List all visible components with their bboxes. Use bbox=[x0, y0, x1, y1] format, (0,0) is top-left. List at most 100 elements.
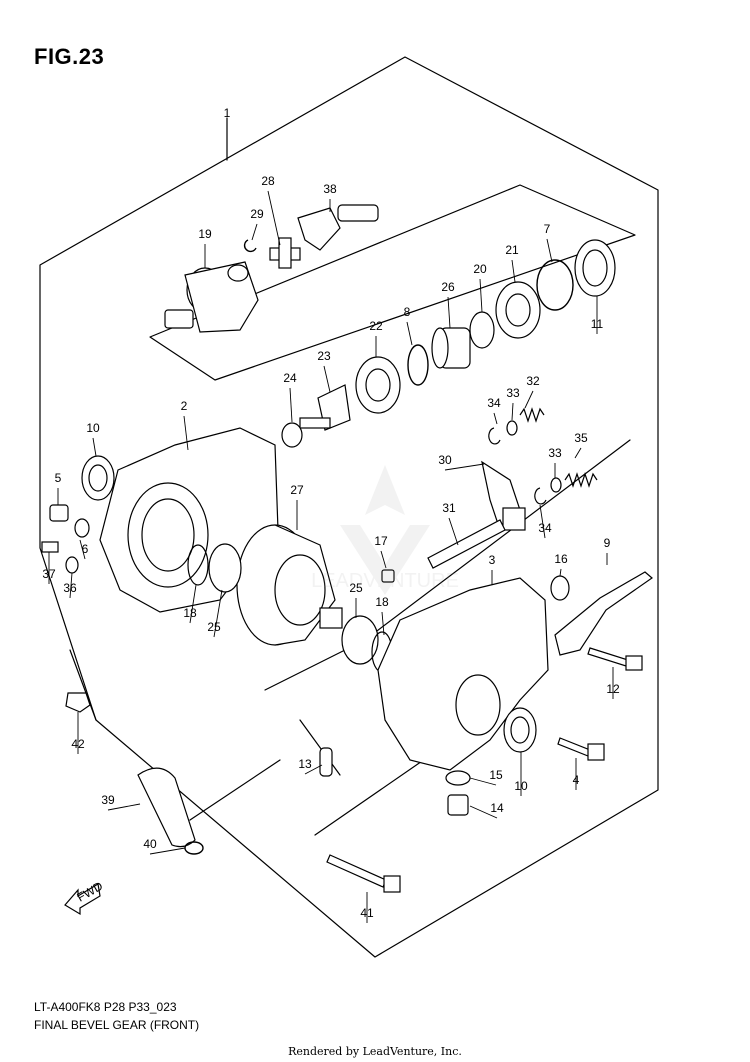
part-25-bearing-left bbox=[208, 543, 242, 593]
callout-leader-28 bbox=[267, 190, 281, 246]
callout-22: 22 bbox=[369, 319, 383, 333]
callout-30: 30 bbox=[438, 453, 452, 467]
callout-19: 19 bbox=[198, 227, 212, 241]
part-17-pin bbox=[381, 569, 395, 583]
callout-leader-10 bbox=[92, 437, 97, 457]
part-11-oil-seal bbox=[574, 239, 616, 297]
callout-34: 34 bbox=[487, 396, 501, 410]
callout-25: 25 bbox=[207, 620, 221, 634]
part-21-bearing bbox=[495, 281, 541, 339]
leadventure-watermark: LEADVENTURE bbox=[311, 465, 459, 595]
callout-24: 24 bbox=[283, 371, 297, 385]
fwd-arrow-icon bbox=[64, 883, 101, 916]
callout-leader-40 bbox=[149, 847, 186, 855]
callout-14: 14 bbox=[490, 801, 504, 815]
part-33-washer-upper bbox=[506, 420, 518, 436]
callout-leader-15 bbox=[469, 777, 497, 786]
callout-leader-26 bbox=[447, 296, 451, 329]
part-38-yoke-shaft bbox=[297, 204, 379, 251]
callout-leader-21 bbox=[511, 259, 516, 283]
callout-leader-18 bbox=[189, 584, 197, 624]
input-group-outline bbox=[149, 184, 636, 381]
callout-12: 12 bbox=[606, 682, 620, 696]
callout-32: 32 bbox=[526, 374, 540, 388]
callout-20: 20 bbox=[473, 262, 487, 276]
callout-28: 28 bbox=[261, 174, 275, 188]
callout-leader-6 bbox=[79, 539, 86, 560]
part-6-gasket bbox=[74, 518, 90, 538]
callout-leader-20 bbox=[479, 278, 483, 313]
callout-leader-24 bbox=[289, 387, 293, 423]
part-42-nut bbox=[65, 692, 91, 713]
callout-16: 16 bbox=[554, 552, 568, 566]
part-9-bracket bbox=[554, 571, 653, 656]
part-39-boot bbox=[137, 767, 196, 848]
figure-code: LT-A400FK8 P28 P33_023 bbox=[34, 1000, 177, 1014]
part-26-needle-bearing bbox=[431, 327, 471, 369]
callout-13: 13 bbox=[298, 757, 312, 771]
callout-31: 31 bbox=[442, 501, 456, 515]
callout-33: 33 bbox=[548, 446, 562, 460]
part-10-oil-seal-left bbox=[81, 455, 115, 501]
part-4-bolt bbox=[557, 737, 605, 761]
part-15-gasket bbox=[445, 770, 471, 786]
callout-23: 23 bbox=[317, 349, 331, 363]
callout-8: 8 bbox=[404, 305, 411, 319]
part-41-bolt bbox=[326, 854, 401, 893]
callout-18: 18 bbox=[183, 606, 197, 620]
part-23-drive-pinion bbox=[299, 384, 351, 431]
callout-9: 9 bbox=[604, 536, 611, 550]
callout-leader-16 bbox=[559, 568, 562, 577]
figure-title: FIG.23 bbox=[34, 44, 105, 69]
watermark-text: LEADVENTURE bbox=[311, 570, 459, 592]
callout-leader-2 bbox=[183, 415, 189, 451]
part-32-spring bbox=[519, 407, 545, 423]
callout-26: 26 bbox=[441, 280, 455, 294]
part-36-washer bbox=[65, 556, 79, 574]
callout-41: 41 bbox=[360, 906, 374, 920]
callout-leader-36 bbox=[69, 572, 73, 599]
callout-21: 21 bbox=[505, 243, 519, 257]
part-34-circlip-lower bbox=[534, 487, 547, 505]
part-24-spacer bbox=[281, 422, 303, 448]
callout-leader-7 bbox=[546, 238, 553, 263]
part-27-ring-gear-differential bbox=[236, 524, 343, 646]
callout-leader-33 bbox=[511, 402, 514, 421]
part-33-washer-lower bbox=[550, 477, 562, 493]
part-31-shift-shaft bbox=[427, 519, 506, 569]
rendered-by-credit: Rendered by LeadVenture, Inc. bbox=[288, 1045, 462, 1058]
part-29-circlip bbox=[243, 239, 257, 253]
callout-leader-25 bbox=[213, 589, 223, 638]
part-10-oil-seal-right bbox=[503, 707, 537, 753]
callout-18: 18 bbox=[375, 595, 389, 609]
callout-29: 29 bbox=[250, 207, 264, 221]
part-30-shift-fork bbox=[481, 460, 526, 532]
callout-leader-18 bbox=[381, 611, 385, 636]
callout-36: 36 bbox=[63, 581, 77, 595]
part-16-spacer bbox=[550, 575, 570, 601]
part-14-drain-plug bbox=[447, 794, 469, 816]
callout-37: 37 bbox=[42, 567, 56, 581]
callout-38: 38 bbox=[323, 182, 337, 196]
part-37-bolt bbox=[41, 541, 59, 553]
callout-5: 5 bbox=[55, 471, 62, 485]
part-8-circlip bbox=[407, 344, 429, 386]
part-18-shim-left bbox=[187, 544, 209, 586]
callout-3: 3 bbox=[489, 553, 496, 567]
callout-4: 4 bbox=[573, 773, 580, 787]
callout-10: 10 bbox=[86, 421, 100, 435]
part-34-circlip-upper bbox=[488, 427, 501, 445]
callout-leader-30 bbox=[444, 463, 485, 471]
callout-15: 15 bbox=[489, 768, 503, 782]
callout-leader-13 bbox=[304, 764, 323, 775]
callout-17: 17 bbox=[374, 534, 388, 548]
part-35-spring bbox=[564, 472, 598, 488]
callout-leader-8 bbox=[406, 321, 413, 346]
callout-leader-34 bbox=[493, 412, 498, 425]
callout-7: 7 bbox=[544, 222, 551, 236]
part-19-input-housing bbox=[164, 261, 259, 333]
part-28-universal-joint bbox=[269, 237, 301, 269]
callout-leader-17 bbox=[380, 550, 387, 569]
part-12-bolt bbox=[587, 647, 643, 671]
